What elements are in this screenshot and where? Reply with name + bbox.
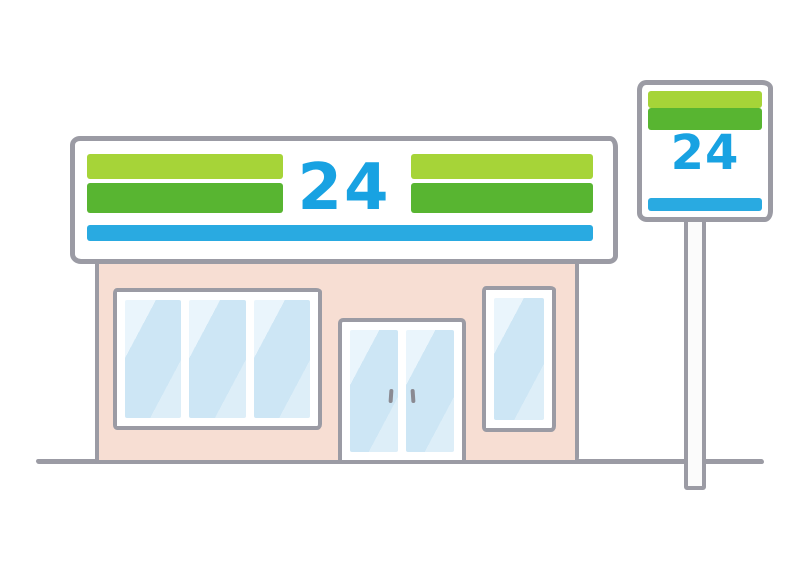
store-fascia-sign: 24: [70, 136, 618, 264]
pole-sign-hours-text: 24: [670, 125, 740, 181]
pole-sign: 24: [637, 80, 773, 222]
fascia-light-green-stripe-right: [411, 154, 593, 179]
entrance-door: [338, 318, 466, 464]
pole-sign-light-green-stripe: [648, 91, 762, 108]
pole-sign-green-stripe: [648, 108, 762, 130]
fascia-blue-stripe: [87, 225, 593, 241]
left-shop-window: [113, 288, 322, 430]
window-pane: [125, 300, 182, 418]
store-sign-hours-text: 24: [297, 151, 391, 225]
fascia-light-green-stripe-left: [87, 154, 283, 179]
window-pane: [494, 298, 544, 420]
pole-sign-blue-stripe: [648, 198, 762, 211]
right-shop-window: [482, 286, 556, 432]
sign-pole: [684, 210, 706, 490]
window-pane: [189, 300, 246, 418]
fascia-green-stripe-left: [87, 183, 283, 213]
window-pane: [253, 300, 310, 418]
fascia-green-stripe-right: [411, 183, 593, 213]
